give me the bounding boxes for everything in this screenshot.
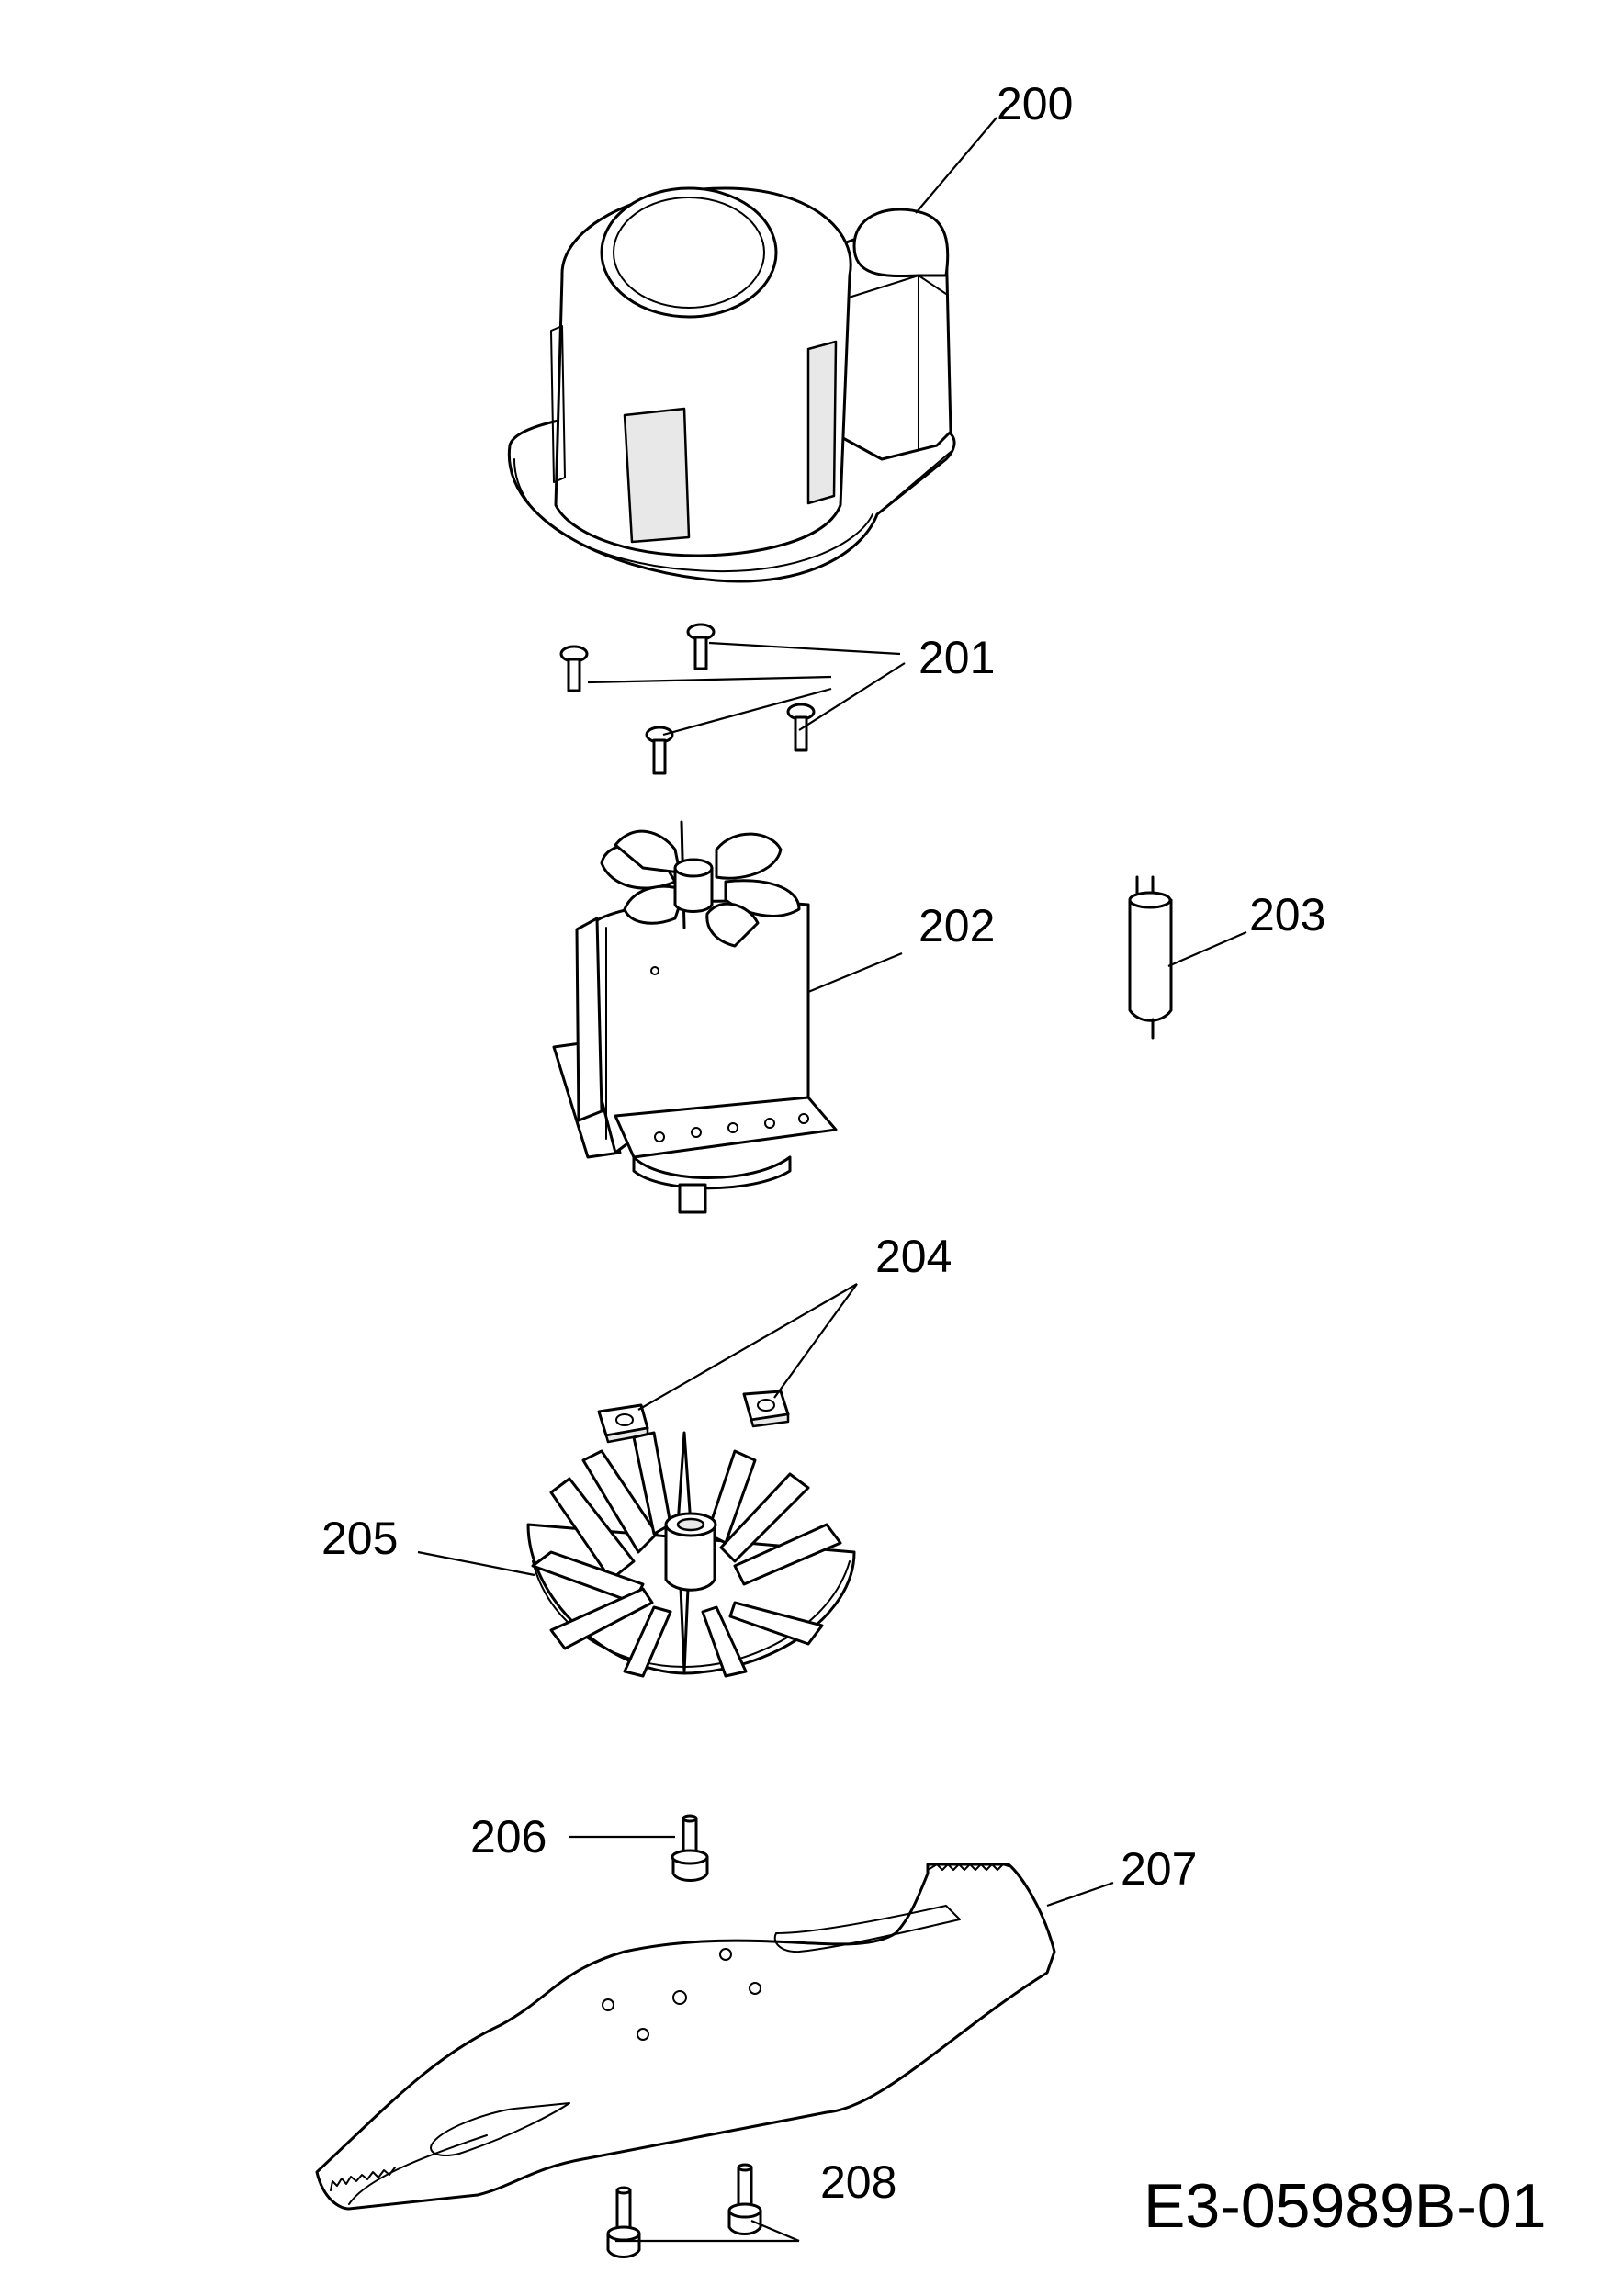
part-label-204: 204: [875, 1231, 952, 1282]
part-label-203: 203: [1249, 889, 1325, 940]
screw-set-drawing: [559, 623, 816, 775]
part-label-205: 205: [321, 1513, 398, 1564]
flange-bolt-drawing: [671, 1814, 709, 1882]
screw: [559, 645, 589, 692]
motor-housing-drawing: [507, 186, 956, 583]
hex-bolt: [606, 2186, 641, 2258]
part-label-208: 208: [820, 2156, 896, 2208]
part-label-202: 202: [919, 900, 995, 951]
hex-bolt-set-drawing: [606, 2163, 762, 2258]
screw: [686, 623, 716, 670]
motor-drawing: [552, 820, 838, 1214]
leader-lines: [417, 117, 1247, 2243]
part-label-201: 201: [919, 632, 995, 683]
square-nut-set-drawing: [597, 1390, 790, 1444]
capacitor-drawing: [1128, 875, 1173, 1040]
document-code: E3-05989B-01: [1144, 2171, 1547, 2241]
blade-drawing: [315, 1863, 1056, 2211]
square-nut: [742, 1390, 790, 1428]
part-label-207: 207: [1121, 1843, 1197, 1895]
screw: [786, 703, 816, 752]
fan-drawing: [526, 1431, 856, 1678]
part-label-206: 206: [470, 1811, 547, 1863]
hex-bolt: [727, 2163, 762, 2235]
square-nut: [597, 1403, 649, 1444]
screw: [645, 726, 674, 775]
part-label-200: 200: [997, 78, 1073, 129]
